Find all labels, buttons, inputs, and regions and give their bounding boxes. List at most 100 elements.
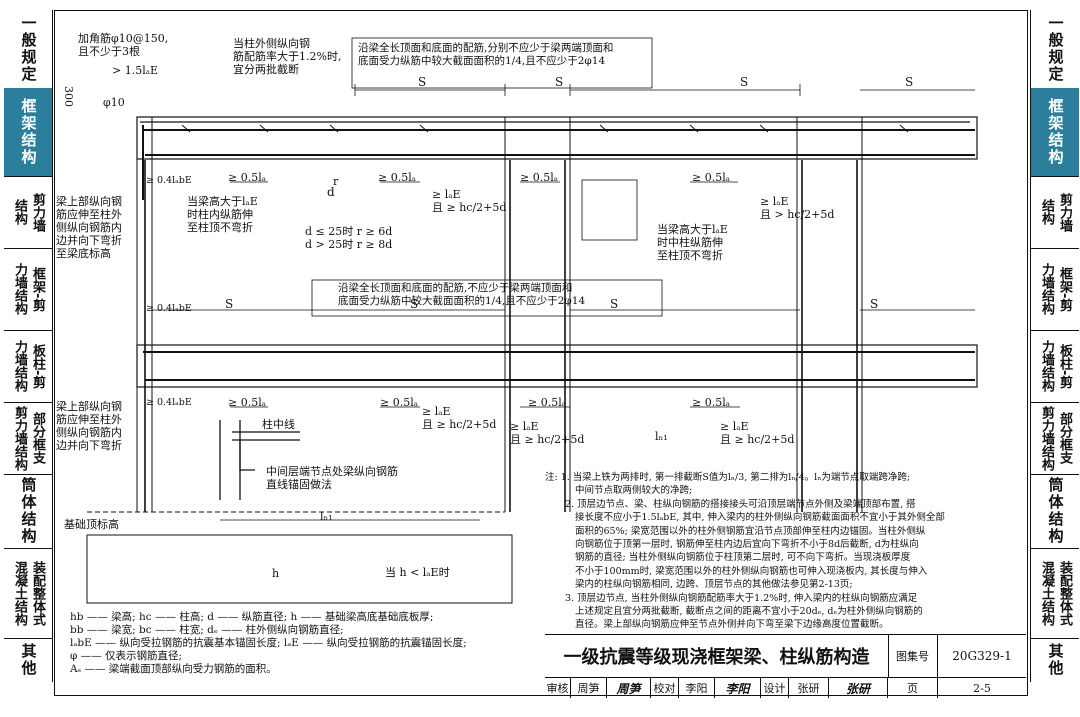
svg-text:S: S [905,75,913,89]
note-line: 2. 顶层边节点、梁、柱纵向钢筋的搭接接头可沿顶层端节点外侧及梁端顶部布置, 搭 [565,498,916,510]
check-label: 校对 [651,678,679,698]
anchor-note-5: ≥ lₐE 且 ≥ hc/2+5d [720,420,795,446]
drawing-frame [54,10,1028,696]
tab-precast[interactable]: 混凝土结构装配整体式 [4,548,52,639]
tab-label-col1: 力墙结构 [12,263,27,315]
tab-label-col1: 剪力墙结构 [1039,405,1054,471]
legend-line: φ —— 仅表示钢筋直径; [70,650,183,662]
review-label: 审核 [545,678,571,698]
legend-line: lₐbE —— 纵向受拉钢筋的抗震基本锚固长度; lₐE —— 纵向受拉钢筋的抗… [70,637,467,649]
tab-frame[interactable]: 框架结构 [4,88,52,177]
reviewer-signature: 周笋 [607,678,651,698]
corner-bar-note: 加角筋φ10@150, 且不少于3根 [78,32,169,58]
zero-four-2: ≥ 0.4lₐbE [146,303,192,314]
right-tab-strip: 一般规定 框架结构 结构剪力墙 力墙结构框架-剪 力墙结构板柱-剪 剪力墙结构部… [1030,10,1079,682]
tab-label-col2: 板柱-剪 [1057,343,1072,389]
note-line: 3. 顶层边节点, 当柱外侧纵向钢筋配筋率大于1.2%时, 伸入梁内的柱纵向钢筋… [565,592,918,604]
phi10-label: φ10 [103,96,125,109]
tab-tube[interactable]: 筒体结构 [4,474,52,549]
note-line: 不小于100mm时, 梁宽范围以外的柱外侧纵向钢筋也可伸入现浇板内, 其长度与伸… [575,565,928,577]
bend-radius-note: d ≤ 25时 r ≥ 6d d > 25时 r ≥ 8d [305,225,393,251]
svg-text:d: d [327,185,335,199]
beam-top-bar-note-lower: 梁上部纵向钢 筋应伸至柱外 侧纵向钢筋内 边并向下弯折 [56,400,122,452]
tab-label-col2: 部分框支 [30,412,45,464]
tab-label-col2: 框架-剪 [30,266,45,312]
tab-shear-wall[interactable]: 结构剪力墙 [4,176,52,249]
beam-height-side-note: 当梁高大于lₐE 时柱内纵筋伸 至柱顶不弯折 [187,195,258,234]
zero-four-3: ≥ 0.4lₐbE [146,397,192,408]
anchor-note-3: ≥ lₐE 且 ≥ hc/2+5d [422,405,497,431]
note-line: 中间节点取两侧较大的净跨; [575,485,693,497]
half-la-6: ≥ 0.5lₐ [380,396,418,409]
half-la-2: ≥ 0.5lₐ [378,171,416,184]
atlas-number: 20G329-1 [952,649,1012,663]
page-label: 页 [888,678,938,698]
symbol-legend: hb —— 梁高; hc —— 柱高; d —— 纵筋直径; h —— 基础梁高… [70,611,467,676]
tab-frame[interactable]: 框架结构 [1031,88,1079,177]
svg-text:S: S [225,297,233,311]
tab-precast[interactable]: 混凝土结构装配整体式 [1031,548,1079,639]
tab-shear-wall[interactable]: 结构剪力墙 [1031,176,1079,249]
left-tab-strip: 一般规定 框架结构 结构剪力墙 力墙结构框架-剪 力墙结构板柱-剪 剪力墙结构部… [4,10,53,682]
beam-top-bar-note-upper: 梁上部纵向钢 筋应伸至柱外 侧纵向钢筋内 边并向下弯折 至梁底标高 [56,195,122,260]
legend-line: bb —— 梁宽; bc —— 柱宽; dₑ —— 柱外侧纵向钢筋直径; [70,624,344,636]
tab-label-col2: 板柱-剪 [30,343,45,389]
note-line: 直径。梁上部纵向钢筋应伸至节点外侧并向下弯至梁下边缘高度位置截断。 [575,619,889,631]
tab-label-col2: 框架-剪 [1057,266,1072,312]
top-bottom-bars-note-top: 沿梁全长顶面和底面的配筋,分别不应少于梁两端顶面和 底面受力纵筋中较大截面面积的… [358,42,614,67]
tab-other[interactable]: 其他 [1031,638,1079,682]
tab-label-col1: 力墙结构 [12,340,27,392]
note-line: 上述规定且宜分两批截断, 截断点之间的距离不宜小于20dₑ, dₑ为柱外侧纵向钢… [575,606,923,618]
tab-slab-column[interactable]: 力墙结构板柱-剪 [4,330,52,403]
svg-text:lₙ₁: lₙ₁ [320,510,333,523]
anchor-note-2: ≥ lₐE 且 > hc/2+5d [760,195,835,221]
drawing-title: 一级抗震等级现浇框架梁、柱纵筋构造 [545,635,889,677]
tab-label: 筒体结构 [19,477,38,545]
checker-signature: 李阳 [715,678,761,698]
tab-label-col2: 装配整体式 [30,560,45,626]
half-la-4: ≥ 0.5lₐ [692,171,730,184]
title-block: 一级抗震等级现浇框架梁、柱纵筋构造 图集号 20G329-1 审核 周笋 周笋 … [545,634,1026,698]
tab-frame-shear[interactable]: 力墙结构框架-剪 [4,248,52,331]
upper-beam [136,116,978,160]
tab-label-col1: 力墙结构 [1039,340,1054,392]
tab-partial-frame[interactable]: 剪力墙结构部分框支 [1031,402,1079,475]
note-line: 梁内的柱纵向钢筋相同, 边跨、顶层节点的其他做法参见第2-13页; [575,579,853,591]
tab-label: 框架结构 [1046,98,1065,166]
tab-label: 其他 [1046,643,1065,677]
tab-label-col2: 部分框支 [1057,412,1072,464]
half-la-7: ≥ 0.5lₐ [528,396,566,409]
note-line: 面积的65%; 梁宽范围以外的柱外侧钢筋宜沿节点顶部伸至柱内边锚固。当柱外侧纵 [575,525,926,537]
svg-text:S: S [740,75,748,89]
legend-line: hb —— 梁高; hc —— 柱高; d —— 纵筋直径; h —— 基础梁高… [70,611,434,623]
tab-other[interactable]: 其他 [4,638,52,682]
tab-slab-column[interactable]: 力墙结构板柱-剪 [1031,330,1079,403]
tab-label-col1: 结构 [12,199,27,225]
svg-text:S: S [555,75,563,89]
svg-text:r: r [333,175,339,188]
svg-text:lₙ₁: lₙ₁ [655,430,668,443]
anchor-note-1: ≥ lₐE 且 ≥ hc/2+5d [432,188,507,214]
tab-partial-frame[interactable]: 剪力墙结构部分框支 [4,402,52,475]
svg-text:S: S [870,297,878,311]
tab-label: 一般规定 [19,15,38,83]
tab-frame-shear[interactable]: 力墙结构框架-剪 [1031,248,1079,331]
column-centerline-label: 柱中线 [262,418,295,431]
tab-label-col2: 剪力墙 [1057,192,1072,232]
tab-label-col1: 剪力墙结构 [12,405,27,471]
tab-label-col2: 装配整体式 [1057,560,1072,626]
foundation-beam [86,534,513,604]
tab-tube[interactable]: 筒体结构 [1031,474,1079,549]
tab-label: 其他 [19,643,38,677]
designer-signature: 张研 [829,678,888,698]
anchor-note-4: ≥ lₐE 且 ≥ hc/2+5d [510,420,585,446]
signature-row: 审核 周笋 周笋 校对 李阳 李阳 设计 张研 张研 页 2-5 [545,677,1026,698]
design-label: 设计 [761,678,789,698]
note-line: 钢筋的直径; 当柱外侧纵向钢筋位于柱顶第二层时, 可不向下弯折。当现浇板厚度 [575,552,911,564]
notes-block: 注: 1. 当梁上铁为两排时, 第一排截断S值为lₙ/3, 第二排为lₙ/4。l… [545,471,1015,632]
note-line: 注: 1. 当梁上铁为两排时, 第一排截断S值为lₙ/3, 第二排为lₙ/4。l… [545,472,911,483]
page-number: 2-5 [973,681,991,695]
tab-label: 框架结构 [19,98,38,166]
h-less-than-note: 当 h < lₐE时 [385,566,450,579]
